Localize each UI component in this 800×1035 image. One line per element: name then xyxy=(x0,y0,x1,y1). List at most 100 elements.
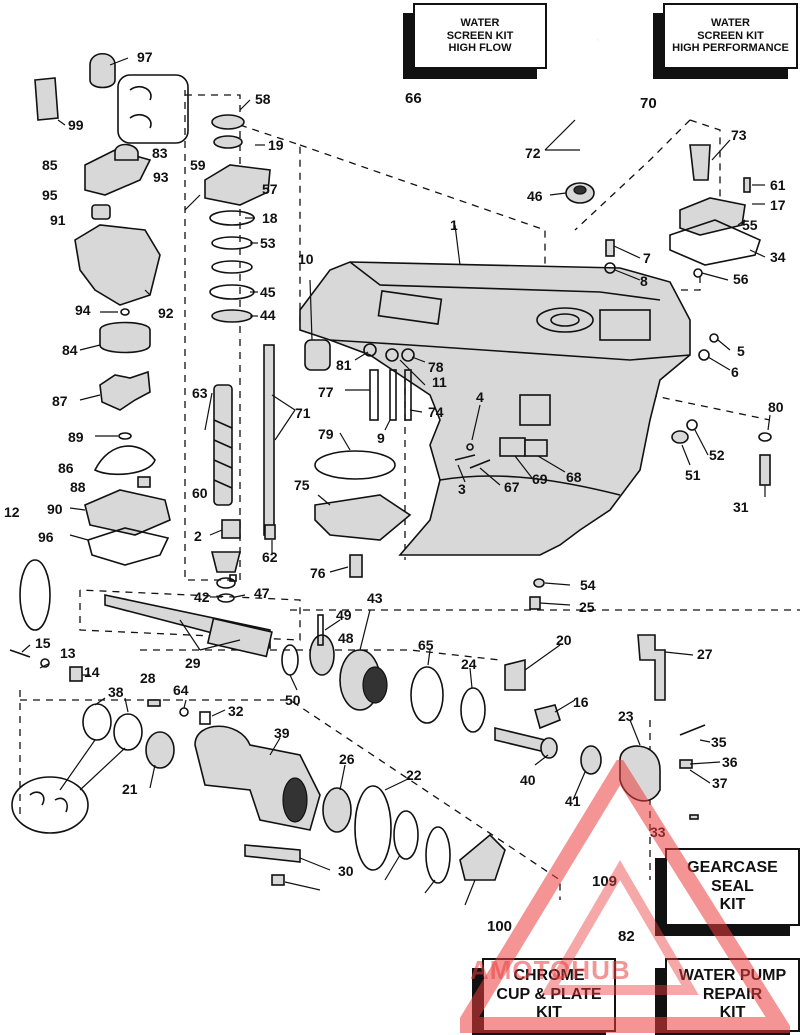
part-callout-38: 38 xyxy=(108,684,124,700)
part-callout-49: 49 xyxy=(336,607,352,623)
part-callout-22: 22 xyxy=(406,767,422,783)
part-callout-21: 21 xyxy=(122,781,138,797)
kit-line: REPAIR xyxy=(702,985,763,1003)
part-callout-40: 40 xyxy=(520,772,536,788)
bearing-housing xyxy=(82,703,506,886)
part-callout-54: 54 xyxy=(580,577,596,593)
part-callout-92: 92 xyxy=(158,305,174,321)
part-callout-29: 29 xyxy=(185,655,201,671)
part-callout-10: 10 xyxy=(298,251,314,267)
part-callout-52: 52 xyxy=(709,447,725,463)
part-callout-48: 48 xyxy=(338,630,354,646)
part-callout-85: 85 xyxy=(42,157,58,173)
part-callout-62: 62 xyxy=(262,549,278,565)
part-callout-39: 39 xyxy=(274,725,290,741)
part-callout-42: 42 xyxy=(194,589,210,605)
part-callout-78: 78 xyxy=(428,359,444,375)
grommet xyxy=(565,182,595,204)
part-callout-11: 11 xyxy=(432,374,447,390)
part-callout-43: 43 xyxy=(367,590,383,606)
kit-line: SCREEN KIT xyxy=(446,29,514,42)
part-callout-59: 59 xyxy=(190,157,206,173)
part-callout-45: 45 xyxy=(260,284,276,300)
kit-box-water-screen-high-performance: WATER SCREEN KIT HIGH PERFORMANCE xyxy=(663,3,798,69)
part-callout-1: 1 xyxy=(450,217,458,233)
part-callout-81: 81 xyxy=(336,357,352,373)
part-callout-63: 63 xyxy=(192,385,208,401)
part-callout-18: 18 xyxy=(262,210,278,226)
kit-line: KIT xyxy=(536,1004,562,1022)
part-callout-89: 89 xyxy=(68,429,84,445)
part-callout-86: 86 xyxy=(58,460,74,476)
part-callout-9: 9 xyxy=(377,430,385,446)
part-callout-24: 24 xyxy=(461,656,477,672)
part-callout-14: 14 xyxy=(84,664,100,680)
part-callout-74: 74 xyxy=(428,404,444,420)
part-callout-69: 69 xyxy=(532,471,548,487)
part-callout-25: 25 xyxy=(579,599,595,615)
part-callout-13: 13 xyxy=(60,645,76,661)
kit-line: SEAL xyxy=(711,877,754,895)
part-callout-91: 91 xyxy=(50,212,66,228)
kit-line: SCREEN KIT xyxy=(697,29,764,42)
part-callout-88: 88 xyxy=(70,479,86,495)
kit-line: WATER xyxy=(460,17,500,30)
part-callout-41: 41 xyxy=(565,793,581,809)
part-callout-67: 67 xyxy=(504,479,520,495)
part-callout-8: 8 xyxy=(640,273,648,289)
leader-lines xyxy=(21,57,771,906)
kit-box-gearcase-seal: GEARCASE SEAL KIT xyxy=(665,848,800,926)
kit-number-109: 109 xyxy=(592,873,618,890)
kit-box-water-pump-repair: WATER PUMP REPAIR KIT xyxy=(665,958,800,1032)
gears xyxy=(309,614,486,733)
part-callout-37: 37 xyxy=(712,775,728,791)
kit-number-100: 100 xyxy=(487,918,513,935)
part-callout-90: 90 xyxy=(47,501,63,517)
callout-numbers: 97 99 58 19 85 8 35 95 7 9 39 5 18 91 53 45 94 92 44 84 87 89… xyxy=(4,49,786,879)
part-callout-65: 65 xyxy=(418,637,434,653)
part-callout-84: 84 xyxy=(62,342,78,358)
part-callout-50: 50 xyxy=(285,692,301,708)
water-tube xyxy=(576,39,600,171)
part-callout-58: 58 xyxy=(255,91,271,107)
part-callout-7: 7 xyxy=(643,250,651,266)
part-callout-64: 64 xyxy=(173,682,189,698)
part-callout-60: 60 xyxy=(192,485,208,501)
part-callout-99: 99 xyxy=(68,117,84,133)
part-callout-68: 68 xyxy=(566,469,582,485)
kit-line: GEARCASE xyxy=(687,859,778,877)
seal-detail-loop xyxy=(11,776,89,834)
part-callout-97: 97 xyxy=(137,49,153,65)
hardware xyxy=(9,239,772,725)
part-callout-53: 53 xyxy=(260,235,276,251)
part-callout-94: 94 xyxy=(75,302,91,318)
part-callout-30: 30 xyxy=(338,863,354,879)
part-callout-44: 44 xyxy=(260,307,276,323)
part-callout-17: 17 xyxy=(770,197,786,213)
part-callout-35: 35 xyxy=(711,734,727,750)
cover-plate xyxy=(669,144,761,266)
drive-shaft xyxy=(210,344,276,603)
kit-number-70: 70 xyxy=(640,95,657,112)
part-callout-28: 28 xyxy=(140,670,156,686)
part-callout-36: 36 xyxy=(722,754,738,770)
part-callout-33: 33 xyxy=(650,824,666,840)
part-callout-32: 32 xyxy=(228,703,244,719)
part-callout-71: 71 xyxy=(295,405,311,421)
part-callout-26: 26 xyxy=(339,751,355,767)
kit-line: KIT xyxy=(719,896,746,914)
part-callout-57: 57 xyxy=(262,181,278,197)
part-callout-34: 34 xyxy=(770,249,786,265)
watermark-text: AMOTOHUB xyxy=(470,955,631,985)
part-callout-61: 61 xyxy=(770,177,786,193)
part-callout-95: 95 xyxy=(42,187,58,203)
part-callout-76: 76 xyxy=(310,565,326,581)
part-callout-19: 19 xyxy=(268,137,284,153)
part-callout-80: 80 xyxy=(768,399,784,415)
part-callout-5: 5 xyxy=(737,343,745,359)
kit-line: KIT xyxy=(719,1004,746,1022)
part-callout-12: 12 xyxy=(4,504,20,520)
part-callout-46: 46 xyxy=(527,188,543,204)
part-callout-87: 87 xyxy=(52,393,68,409)
